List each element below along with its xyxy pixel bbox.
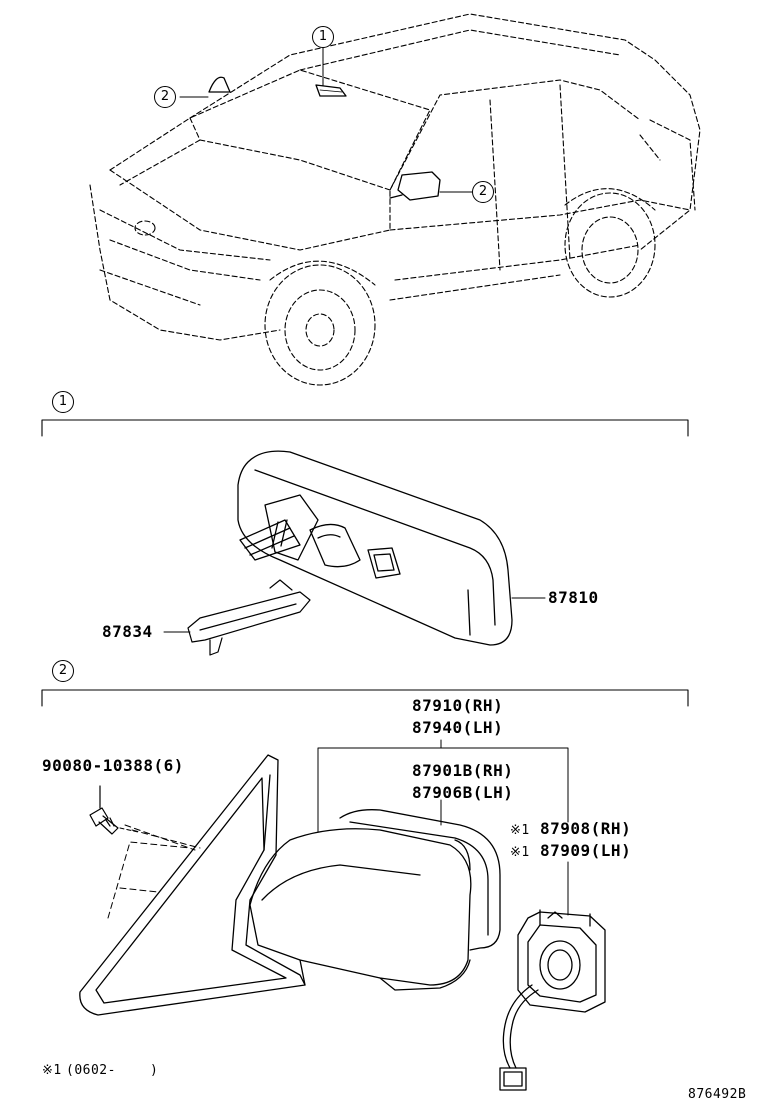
mirror-cover <box>340 810 500 950</box>
section-1-bracket <box>42 420 688 436</box>
outer-mirror-right-location <box>398 172 440 200</box>
mirror-clip <box>188 580 310 655</box>
footnote-close: ) <box>150 1063 159 1078</box>
bolt <box>90 786 118 834</box>
vehicle-illustration <box>90 14 700 385</box>
part-number-87909-lh[interactable]: 87909(LH) <box>540 841 632 860</box>
footnote-mark: ※1 <box>42 1063 62 1078</box>
outer-mirror-left-location <box>209 77 230 92</box>
section-2-bracket <box>42 690 688 706</box>
inner-mirror-location <box>316 85 346 96</box>
part-number-87908-rh[interactable]: 87908(RH) <box>540 819 632 838</box>
motor-note-mark-rh: ※1 <box>510 823 530 838</box>
motor-note-mark-lh: ※1 <box>510 845 530 860</box>
section-1-label: 1 <box>52 391 74 413</box>
part-number-87940-lh[interactable]: 87940(LH) <box>412 718 504 737</box>
outer-mirror-housing <box>250 829 471 990</box>
part-number-87906b-lh[interactable]: 87906B(LH) <box>412 783 514 802</box>
mirror-motor <box>500 910 605 1090</box>
mirror-base <box>80 755 305 1015</box>
part-number-90080-10388[interactable]: 90080-10388(6) <box>42 756 184 775</box>
part-number-87834[interactable]: 87834 <box>102 622 153 641</box>
inner-rear-view-mirror <box>238 451 512 645</box>
callout-2-left-mirror: 2 <box>154 86 176 108</box>
callout-1-inner-mirror: 1 <box>312 26 334 48</box>
footnote-text: (0602- <box>66 1063 116 1078</box>
section-2-label: 2 <box>52 660 74 682</box>
diagram-id: 876492B <box>688 1087 747 1102</box>
part-number-87810[interactable]: 87810 <box>548 588 599 607</box>
part-number-87910-rh[interactable]: 87910(RH) <box>412 696 504 715</box>
part-number-87901b-rh[interactable]: 87901B(RH) <box>412 761 514 780</box>
callout-2-right-mirror: 2 <box>472 181 494 203</box>
